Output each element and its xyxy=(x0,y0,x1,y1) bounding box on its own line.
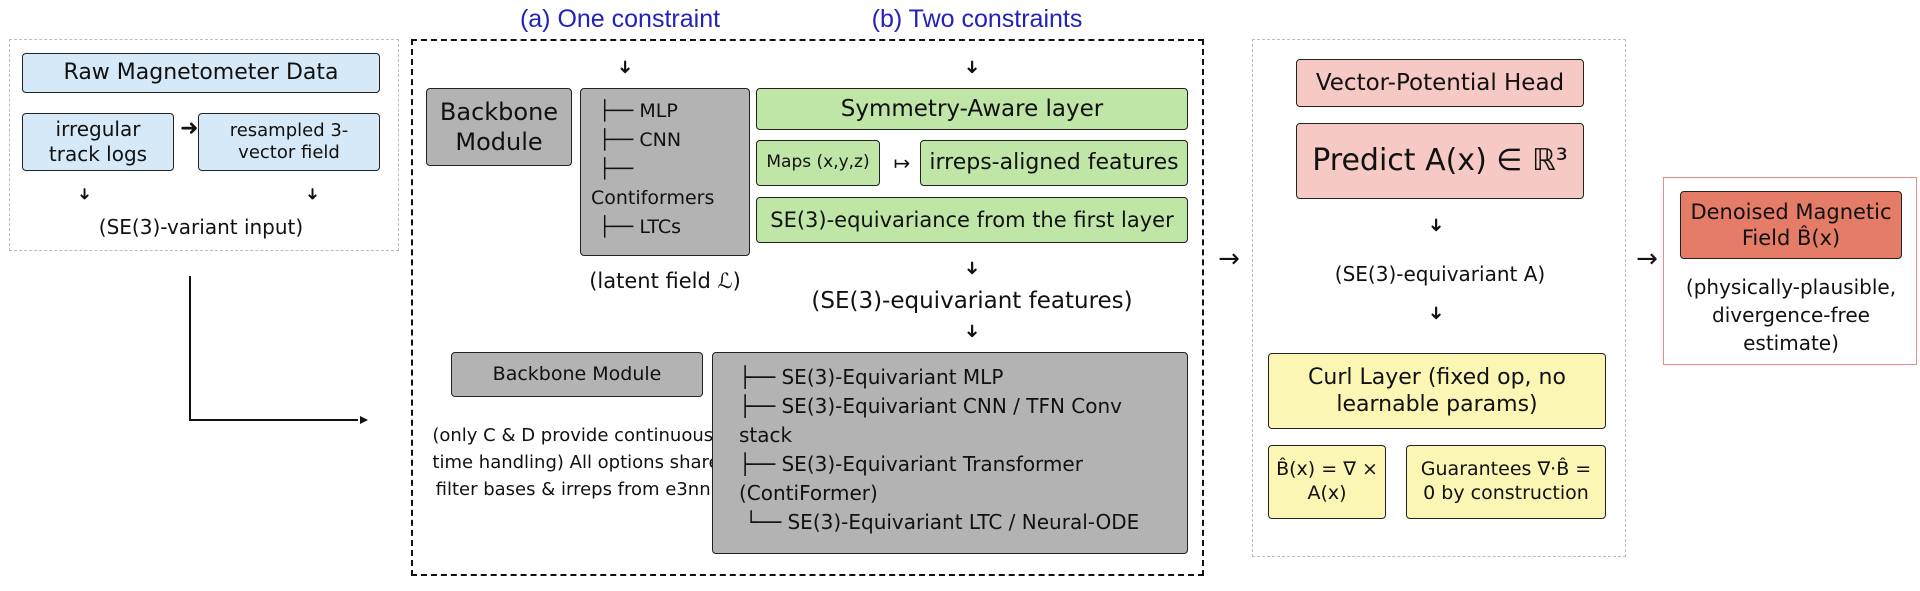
arrow-down-to-features: ➜ xyxy=(961,260,983,276)
vector-potential-head: Vector-Potential Head xyxy=(1296,59,1584,107)
head-panel xyxy=(1252,39,1626,557)
denoised-field-box: Denoised Magnetic Field B̂(x) xyxy=(1680,191,1902,259)
backbone-module-bottom-label: Backbone Module xyxy=(492,362,662,385)
input-panel xyxy=(9,39,399,251)
arrow-down-resampled: ➜ xyxy=(303,187,323,201)
symmetry-aware-layer: Symmetry-Aware layer xyxy=(756,88,1188,130)
predict-label: Predict A(x) ∈ ℝ³ xyxy=(1312,143,1568,179)
backbone-options-bottom: ├── SE(3)-Equivariant MLP ├── SE(3)-Equi… xyxy=(712,352,1188,554)
maps-label: Maps (x,y,z) xyxy=(766,152,870,173)
arrow-down-predict: ➜ xyxy=(1425,217,1447,233)
input-caption: (SE(3)-variant input) xyxy=(98,215,304,239)
backbone-option-cnn: ├── CNN xyxy=(599,129,682,151)
arrow-to-head-panel: → xyxy=(1218,244,1240,274)
arrow-down-irregular: ➜ xyxy=(75,187,95,201)
equivariant-features-caption: (SE(3)-equivariant features) xyxy=(811,288,1133,314)
backbone-module-top-label: Backbone Module xyxy=(439,98,559,156)
raw-data-box: Raw Magnetometer Data xyxy=(22,53,380,93)
backbone-module-top: Backbone Module xyxy=(426,88,572,166)
backbone-note: (only C & D provide continuous-time hand… xyxy=(432,425,720,500)
backbone-option-ltcs: ├── LTCs xyxy=(599,216,681,238)
irreps-label: irreps-aligned features xyxy=(929,150,1179,176)
equivariant-option-mlp: ├── SE(3)-Equivariant MLP xyxy=(739,365,1004,389)
latent-field-caption: (latent field ℒ) xyxy=(589,269,741,293)
denoised-field-label: Denoised Magnetic Field B̂(x) xyxy=(1690,199,1892,250)
symmetry-aware-label: Symmetry-Aware layer xyxy=(840,95,1104,122)
arrow-irregular-to-resampled: ➜ xyxy=(180,116,199,141)
maps-box: Maps (x,y,z) xyxy=(756,140,880,186)
predict-box: Predict A(x) ∈ ℝ³ xyxy=(1296,123,1584,199)
central-panel xyxy=(411,39,1204,576)
arrow-down-left-column: ➜ xyxy=(614,59,636,75)
bhat-box: B̂(x) = ∇ × A(x) xyxy=(1268,445,1386,519)
backbone-options-top: ├── MLP ├── CNN ├── Contiformers ├── LTC… xyxy=(580,88,750,256)
guarantee-box: Guarantees ∇·B̂ = 0 by construction xyxy=(1406,445,1606,519)
arrow-down-to-bottom-backbone: ➜ xyxy=(961,323,983,339)
backbone-option-branch: ├── xyxy=(599,158,634,180)
arrow-down-to-curl: ➜ xyxy=(1425,305,1447,321)
raw-data-label: Raw Magnetometer Data xyxy=(63,60,339,86)
header-two-constraints: (b) Two constraints xyxy=(871,5,1083,33)
equivariant-option-cnn: ├── SE(3)-Equivariant CNN / TFN Conv sta… xyxy=(739,394,1123,447)
output-caption: (physically-plausible, divergence-free e… xyxy=(1685,275,1897,355)
resampled-label: resampled 3-vector field xyxy=(229,119,349,164)
resampled-box: resampled 3-vector field xyxy=(198,113,380,171)
output-panel xyxy=(1663,177,1917,365)
equivariant-option-transformer: ├── SE(3)-Equivariant Transformer (Conti… xyxy=(739,452,1083,505)
curl-layer-box: Curl Layer (fixed op, no learnable param… xyxy=(1268,353,1606,429)
equivariant-a-caption: (SE(3)-equivariant A) xyxy=(1334,262,1546,286)
guarantee-label: Guarantees ∇·B̂ = 0 by construction xyxy=(1420,458,1592,504)
curl-layer-label: Curl Layer (fixed op, no learnable param… xyxy=(1308,364,1566,418)
backbone-option-mlp: ├── MLP xyxy=(599,100,678,122)
connector-l-arrow xyxy=(189,276,368,424)
backbone-module-bottom: Backbone Module xyxy=(451,352,703,397)
mapsto-symbol: ↦ xyxy=(893,151,911,175)
arrow-to-output: → xyxy=(1636,244,1658,274)
irregular-box: irregular track logs xyxy=(22,113,174,171)
equivariance-box: SE(3)-equivariance from the first layer xyxy=(756,197,1188,243)
backbone-option-contiformers: Contiformers xyxy=(591,187,715,209)
equivariance-label: SE(3)-equivariance from the first layer xyxy=(770,207,1174,232)
irregular-label: irregular track logs xyxy=(48,117,148,166)
arrow-down-right-column: ➜ xyxy=(961,59,983,75)
equivariant-option-ltc: └── SE(3)-Equivariant LTC / Neural-ODE xyxy=(745,510,1140,534)
vector-potential-head-label: Vector-Potential Head xyxy=(1315,69,1565,96)
bhat-label: B̂(x) = ∇ × A(x) xyxy=(1276,458,1378,504)
header-one-constraint: (a) One constraint xyxy=(519,5,721,33)
irreps-box: irreps-aligned features xyxy=(920,140,1188,186)
